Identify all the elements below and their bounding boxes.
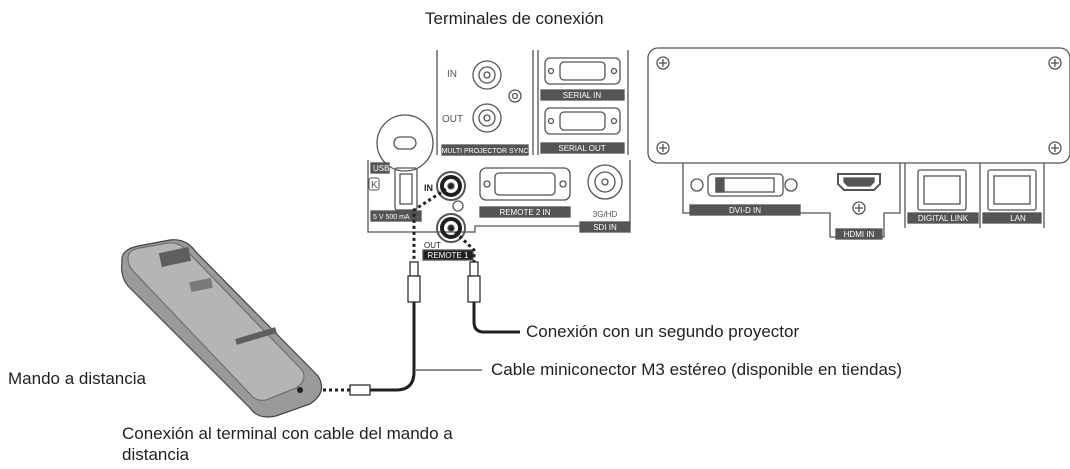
lan-label: LAN xyxy=(1010,214,1026,223)
serial-in-label: SERIAL IN xyxy=(563,91,602,100)
hdmi-in-label: HDMI IN xyxy=(844,230,875,239)
terminal-panel: K IN OUT MULTI PROJECTOR SYNC xyxy=(367,47,1070,261)
cables xyxy=(302,184,520,396)
dvi-port xyxy=(689,173,801,216)
sdi-format-label: 3G/HD xyxy=(593,210,618,219)
wired-terminal-caption-line2: distancia xyxy=(122,445,190,464)
remote-1-label: REMOTE 1 xyxy=(428,251,469,260)
remote-in-label: IN xyxy=(424,183,433,193)
serial-block xyxy=(537,50,629,155)
wired-terminal-caption-line1: Conexión al terminal con cable del mando… xyxy=(122,424,453,443)
security-lock-slot: K xyxy=(368,114,434,191)
remote-1-jacks xyxy=(422,171,474,261)
usb-label: USB xyxy=(373,164,389,173)
sync-out-label: OUT xyxy=(442,114,463,125)
usb-power-label: 5 V 500 mA xyxy=(373,214,410,221)
remote-2-in-label: REMOTE 2 IN xyxy=(499,208,550,217)
remote-control xyxy=(121,239,323,418)
serial-out-label: SERIAL OUT xyxy=(558,144,605,153)
remote-out-label: OUT xyxy=(424,241,441,250)
multi-projector-sync-block xyxy=(436,50,534,156)
sync-in-label: IN xyxy=(447,69,457,80)
sdi-in-label: SDI IN xyxy=(593,223,617,232)
remote-caption: Mando a distancia xyxy=(8,369,146,388)
remote-2-port xyxy=(479,167,571,218)
usb-port xyxy=(370,162,422,222)
second-projector-caption: Conexión con un segundo proyector xyxy=(526,322,800,341)
sdi-port xyxy=(579,164,631,233)
network-ports xyxy=(904,163,1045,228)
svg-text:K: K xyxy=(371,180,378,191)
diagram-title: Terminales de conexión xyxy=(425,9,604,28)
hdmi-port xyxy=(835,173,883,240)
digital-link-label: DIGITAL LINK xyxy=(918,214,969,223)
multi-projector-sync-label: MULTI PROJECTOR SYNC xyxy=(442,148,529,155)
cable-caption: Cable miniconector M3 estéreo (disponibl… xyxy=(491,360,903,379)
dvi-d-in-label: DVI-D IN xyxy=(729,206,761,215)
